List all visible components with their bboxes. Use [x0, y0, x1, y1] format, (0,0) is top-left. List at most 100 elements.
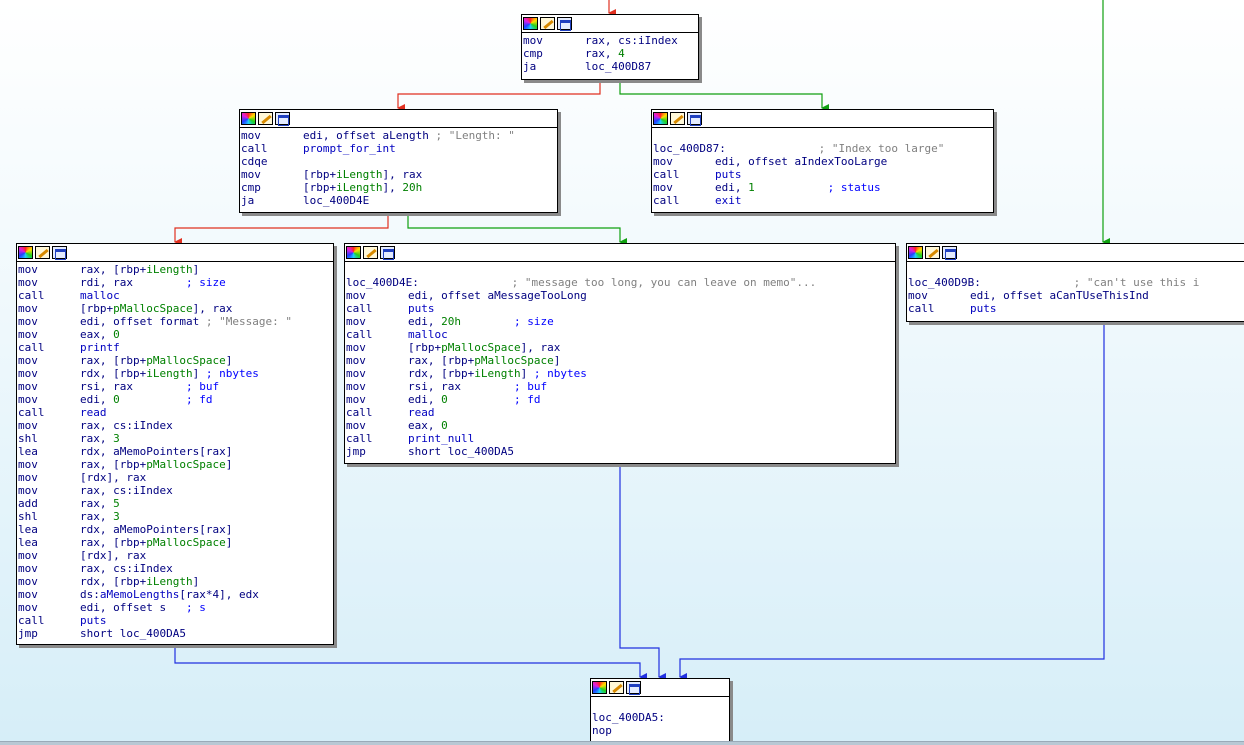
edit-pencil-icon[interactable] — [670, 112, 685, 125]
operand: edi, offset aLength — [303, 129, 436, 142]
operand — [448, 393, 514, 406]
color-palette-icon[interactable] — [653, 112, 668, 125]
mnemonic: ja — [241, 194, 255, 207]
operand: malloc — [408, 328, 448, 341]
color-palette-icon[interactable] — [523, 17, 538, 30]
operand: 1 — [748, 181, 755, 194]
operand: ], — [382, 181, 403, 194]
edit-pencil-icon[interactable] — [363, 246, 378, 259]
graph-overview-icon[interactable] — [687, 112, 702, 126]
operand: rdx, aMemoPointers[rax] — [80, 523, 233, 536]
code-padding — [419, 276, 512, 289]
operand: puts — [80, 614, 107, 627]
mnemonic: mov — [18, 276, 38, 289]
edge-length-false — [407, 213, 627, 246]
graph-overview-icon[interactable] — [52, 246, 67, 260]
operand: loc_400D87 — [585, 60, 652, 73]
mnemonic: cmp — [241, 181, 261, 194]
operand — [461, 315, 514, 328]
operand: 0 — [113, 393, 120, 406]
mnemonic: mov — [18, 419, 38, 432]
graph-overview-icon[interactable] — [557, 17, 572, 31]
operand: read — [408, 406, 435, 419]
operand: exit — [715, 194, 742, 207]
edit-pencil-icon[interactable] — [925, 246, 940, 259]
graph-overview-icon[interactable] — [626, 681, 641, 695]
color-palette-icon[interactable] — [241, 112, 256, 125]
operand: rax, [rbp+ — [80, 536, 147, 549]
edge-length-true — [174, 213, 389, 246]
graph-overview-icon[interactable] — [380, 246, 395, 260]
color-palette-icon[interactable] — [908, 246, 923, 259]
edit-pencil-icon[interactable] — [609, 681, 624, 694]
mnemonic: mov — [346, 419, 366, 432]
operand: [rbp+ — [80, 302, 114, 315]
operand: iLength — [336, 181, 383, 194]
asm-line: nop — [592, 724, 728, 737]
code-comment: ; "Index too large" — [818, 142, 945, 155]
mnemonic: call — [18, 406, 45, 419]
operand: eax, — [80, 328, 114, 341]
mnemonic: call — [18, 341, 45, 354]
mnemonic: mov — [241, 168, 261, 181]
operand: rdx, aMemoPointers[rax] — [80, 445, 233, 458]
graph-node-message-too-long[interactable]: loc_400D4E: ; "message too long, you can… — [344, 243, 896, 464]
mnemonic: mov — [18, 367, 38, 380]
operand: puts — [715, 168, 742, 181]
operand — [120, 393, 186, 406]
color-palette-icon[interactable] — [592, 681, 607, 694]
graph-node-final-nop[interactable]: loc_400DA5:nop — [590, 678, 730, 745]
mnemonic: call — [241, 142, 268, 155]
asm-line — [592, 698, 728, 711]
operand: pMallocSpace — [146, 354, 226, 367]
operand: ; "Message: " — [205, 315, 292, 328]
node-code: loc_400D4E: ; "message too long, you can… — [345, 262, 895, 458]
graph-overview-icon[interactable] — [942, 246, 957, 260]
edge-cantuse-to-final — [679, 320, 1105, 681]
graph-overview-icon[interactable] — [275, 112, 290, 126]
operand: edi, — [408, 315, 442, 328]
mnemonic: mov — [18, 354, 38, 367]
operand: ; nbytes — [205, 367, 259, 380]
operand: [rbp+ — [303, 168, 337, 181]
operand: rdx, [rbp+ — [80, 575, 147, 588]
mnemonic: jmp — [18, 627, 38, 640]
operand: iIndex — [637, 34, 678, 47]
operand: rdx, [rbp+ — [408, 367, 475, 380]
mnemonic: mov — [18, 380, 38, 393]
operand: [rbp+ — [408, 341, 442, 354]
horizontal-scrollbar[interactable] — [0, 741, 1244, 745]
operand: 3 — [113, 510, 120, 523]
operand: rax, — [585, 47, 619, 60]
color-palette-icon[interactable] — [346, 246, 361, 259]
operand: pMallocSpace — [474, 354, 554, 367]
asm-line: mov[rdx], rax — [18, 471, 332, 484]
operand: ; buf — [185, 380, 220, 393]
color-palette-icon[interactable] — [18, 246, 33, 259]
operand: [rdx], rax — [80, 471, 147, 484]
edit-pencil-icon[interactable] — [258, 112, 273, 125]
edit-pencil-icon[interactable] — [540, 17, 555, 30]
edit-pencil-icon[interactable] — [35, 246, 50, 259]
